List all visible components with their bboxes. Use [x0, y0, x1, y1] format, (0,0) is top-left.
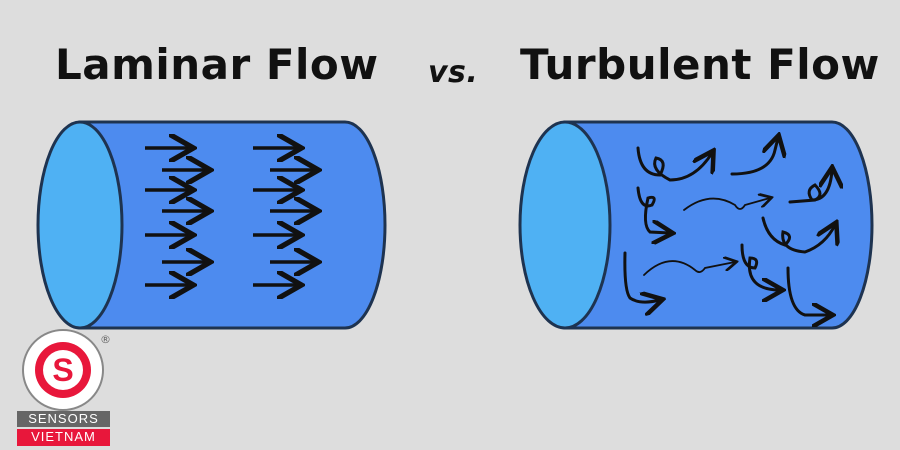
swirl-arrow	[788, 170, 832, 204]
swirl-arrow	[623, 251, 660, 302]
svg-text:S: S	[52, 352, 73, 388]
laminar-flow-title: Laminar Flow	[55, 40, 379, 89]
turbulent-pipe	[518, 120, 874, 330]
swirl-arrow	[730, 138, 778, 176]
laminar-pipe	[36, 120, 387, 330]
registered-mark: ®	[100, 333, 111, 346]
swirl-arrow	[761, 216, 835, 254]
laminar-arrows	[145, 148, 315, 285]
turbulent-arrows	[623, 138, 835, 315]
swirl-arrow	[643, 261, 735, 276]
swirl-arrow	[636, 186, 670, 233]
vs-label: vs.	[428, 55, 479, 90]
turbulent-flow-title: Turbulent Flow	[520, 40, 880, 89]
logo-text-sensors: SENSORS	[17, 411, 110, 427]
swirl-arrow	[636, 146, 712, 182]
swirl-arrow	[683, 198, 770, 211]
swirl-arrow	[786, 266, 830, 315]
sensors-vietnam-logo: S ®	[22, 329, 111, 411]
swirl-arrow	[740, 243, 780, 290]
logo-text-vietnam: VIETNAM	[17, 429, 110, 446]
